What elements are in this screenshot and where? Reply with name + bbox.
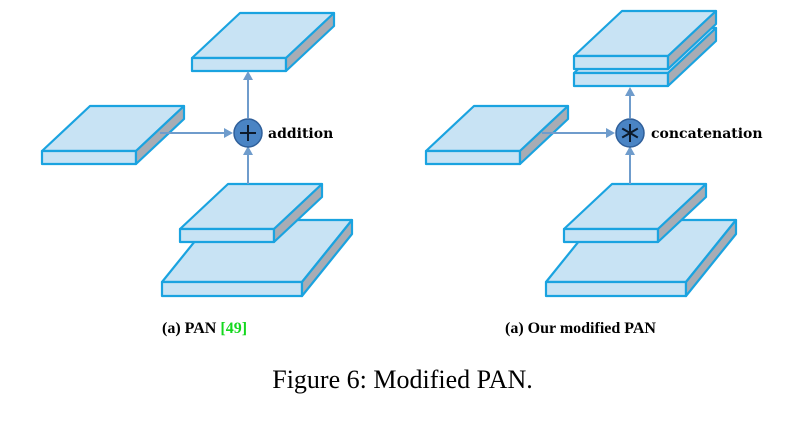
- left-arrow-up-to-output: [243, 71, 253, 118]
- left-arrow-up-from-bottom: [243, 146, 253, 184]
- citation-link[interactable]: [49]: [220, 320, 248, 337]
- addition-label: addition: [268, 126, 333, 142]
- figure-caption: Figure 6: Modified PAN.: [272, 365, 533, 394]
- right-arrow-up-to-output: [625, 87, 635, 118]
- right-arrow-up-from-bottom: [625, 146, 635, 184]
- right-arrow-from-side: [542, 128, 615, 138]
- concatenation-operator-icon: [615, 118, 645, 148]
- right-side-feature-map: [424, 104, 570, 166]
- right-panel: concatenation: [424, 9, 763, 298]
- left-subcaption: (a) PAN [49]: [162, 320, 247, 338]
- left-output-feature-map: [190, 11, 336, 73]
- left-arrow-from-side: [160, 128, 233, 138]
- left-side-feature-map: [40, 104, 186, 166]
- left-panel: addition: [40, 11, 354, 298]
- concatenation-label: concatenation: [651, 126, 763, 142]
- right-subcaption: (a) Our modified PAN: [505, 320, 656, 338]
- addition-operator-icon: [233, 118, 263, 148]
- pan-diagram: addition: [40, 9, 763, 298]
- right-subcaption-text: (a) Our modified PAN: [505, 320, 656, 337]
- left-subcaption-text: (a) PAN: [162, 320, 217, 337]
